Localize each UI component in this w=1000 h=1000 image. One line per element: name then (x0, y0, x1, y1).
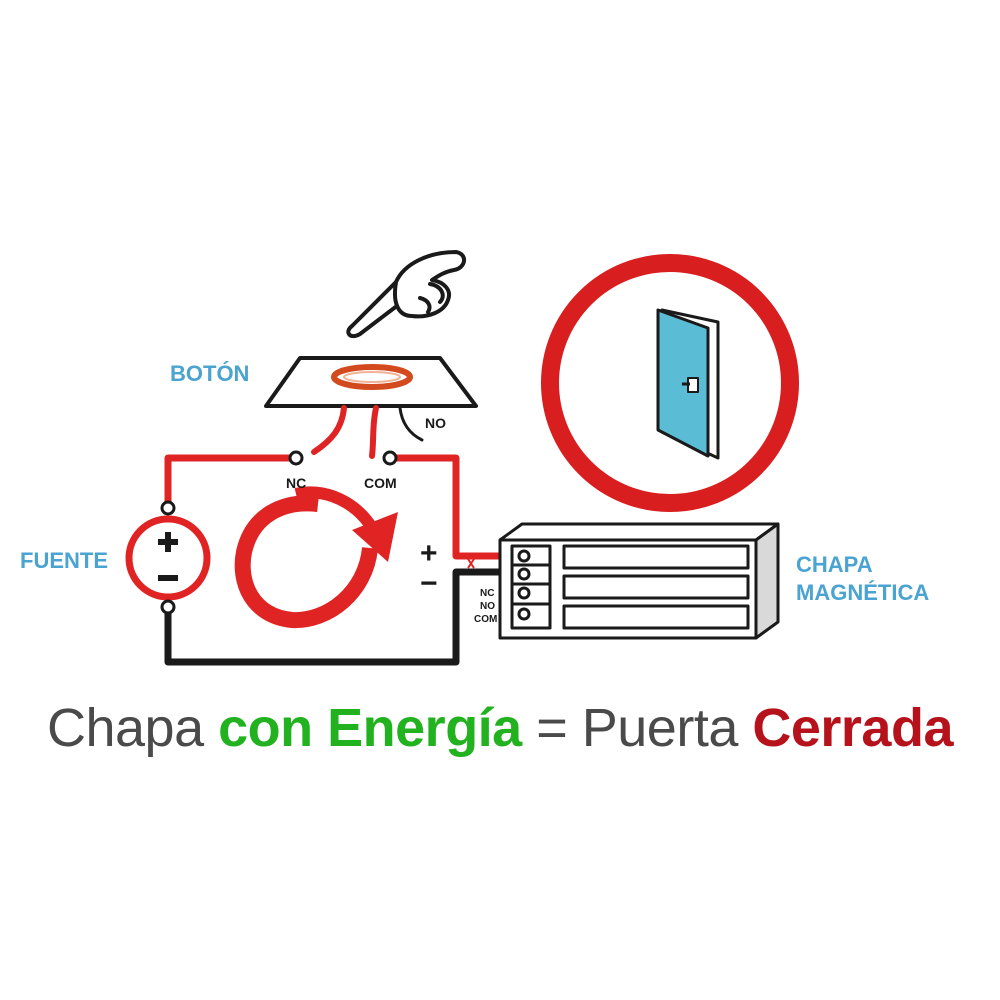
lock-terminal-block (510, 544, 552, 630)
door-icon (656, 308, 720, 460)
lock-top-face (498, 522, 780, 542)
lock-nc-label: NC (480, 588, 494, 599)
lock-label-line1: CHAPA (796, 552, 873, 577)
source-terminal-bottom (160, 599, 176, 615)
pointing-hand-icon (346, 250, 466, 339)
source-plus-v (165, 532, 171, 552)
source-terminal-top (160, 500, 176, 516)
terminal-com (382, 450, 398, 466)
lock-screw-no (517, 607, 531, 621)
button-wire-com (369, 405, 379, 459)
wire-black-source-to-lock (164, 568, 522, 666)
button-wire-nc (311, 405, 347, 455)
lock-slot-2 (562, 574, 750, 600)
lock-screw-nc (517, 586, 531, 600)
switch-nc-label: NC (286, 475, 306, 491)
switch-com-label: COM (364, 475, 397, 491)
lock-side-face (754, 522, 780, 640)
lock-screw-plus (517, 549, 531, 563)
lock-minus-label: − (420, 567, 438, 600)
lock-label-line2: MAGNÉTICA (796, 580, 929, 605)
wire-red-com-to-lock (390, 454, 522, 560)
circular-arrow-icon (234, 486, 398, 629)
wire-red-source-to-nc (164, 454, 296, 508)
lock-com-label: COM (474, 614, 497, 625)
source-minus (158, 575, 178, 581)
lock-no-label: NO (480, 601, 495, 612)
push-button[interactable] (264, 356, 478, 466)
caption-part-1: Chapa (47, 698, 219, 758)
magnetic-lock (498, 522, 780, 640)
button-wire-no (398, 406, 424, 442)
button-no-label: NO (425, 415, 446, 431)
lock-slot-3 (562, 604, 750, 630)
wire-jumper-mark-2 (467, 558, 475, 569)
terminal-nc (288, 450, 304, 466)
caption: Chapa con Energía = Puerta Cerrada (0, 688, 1000, 768)
power-source (125, 500, 211, 615)
lock-slot-1 (562, 544, 750, 570)
caption-part-2: con Energía (218, 698, 522, 758)
caption-part-3: = Puerta (521, 698, 753, 758)
caption-part-4: Cerrada (752, 698, 953, 758)
labels: BOTÓN NO NC COM FUENTE CHAPA MAGNÉTICA +… (20, 361, 929, 625)
button-ring-inner (343, 371, 401, 383)
source-body (125, 515, 211, 601)
wires (164, 454, 522, 666)
lock-plus-label: + (420, 537, 438, 570)
button-label: BOTÓN (170, 361, 249, 386)
lock-screw-minus (517, 567, 531, 581)
source-label: FUENTE (20, 548, 108, 573)
